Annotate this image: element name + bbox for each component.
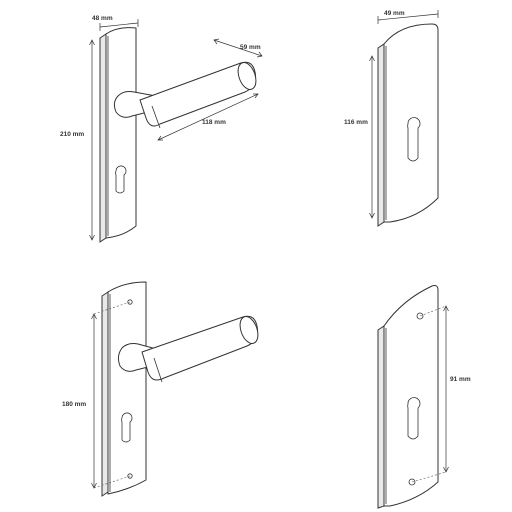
plate2-side-edge — [101, 291, 109, 497]
esc2-extension-top — [419, 305, 447, 317]
plate2-face — [107, 281, 147, 495]
lever-handle-long-plate: 48 mm 210 mm 59 mm 118 mm — [60, 15, 263, 243]
lever-end-cap — [237, 62, 257, 90]
esc2-keyhole — [407, 397, 421, 440]
lever-handle-screw-plate: 180 mm — [62, 281, 259, 497]
esc-height-arrow-top — [369, 55, 375, 62]
lever-length-arrow-a — [157, 135, 163, 141]
width-label: 48 mm — [92, 15, 113, 22]
height-arrow-bottom — [89, 234, 95, 241]
esc-height-label: 116 mm — [344, 119, 368, 126]
spacing-arrow-top — [91, 313, 97, 320]
esc2-extension-bottom — [411, 471, 447, 483]
esc2-face — [383, 285, 439, 507]
esc2-spacing-arrow-top — [443, 305, 449, 312]
hole-spacing-label: 180 mm — [62, 401, 86, 408]
escutcheon-plate-short: 49 mm 116 mm — [344, 10, 439, 227]
escutcheon-keyhole — [407, 117, 421, 162]
cylinder-keyhole — [115, 165, 127, 194]
plate2-keyhole — [121, 412, 133, 443]
escutcheon-side-edge — [377, 43, 385, 227]
height-label: 210 mm — [60, 131, 84, 138]
lever-depth-dimension-line — [213, 39, 263, 57]
lever-length-label: 118 mm — [202, 119, 226, 126]
esc2-spacing-label: 91 mm — [450, 376, 471, 383]
width-dimension-line — [99, 22, 139, 28]
lever2-end-cap — [239, 316, 259, 344]
lever2-bend-line — [153, 357, 163, 383]
lever-depth-label: 59 mm — [240, 44, 261, 51]
lever-length-arrow-b — [253, 93, 259, 99]
lever-bend-line — [151, 105, 161, 129]
plate-side-edge — [99, 33, 107, 243]
lever-depth-arrow-a — [213, 38, 220, 45]
esc2-side-edge — [377, 325, 385, 509]
plate-face — [105, 27, 137, 239]
lever-depth-arrow-b — [256, 51, 263, 58]
height-arrow-top — [89, 39, 95, 46]
esc-width-dimension-line — [377, 13, 439, 21]
spacing-arrow-bottom — [91, 482, 97, 489]
esc2-spacing-arrow-bottom — [443, 466, 449, 473]
esc-width-label: 49 mm — [384, 10, 405, 17]
escutcheon-screw-plate: 91 mm — [377, 285, 471, 509]
esc-height-arrow-bottom — [369, 212, 375, 219]
lever-length-dimension-line — [157, 93, 259, 141]
